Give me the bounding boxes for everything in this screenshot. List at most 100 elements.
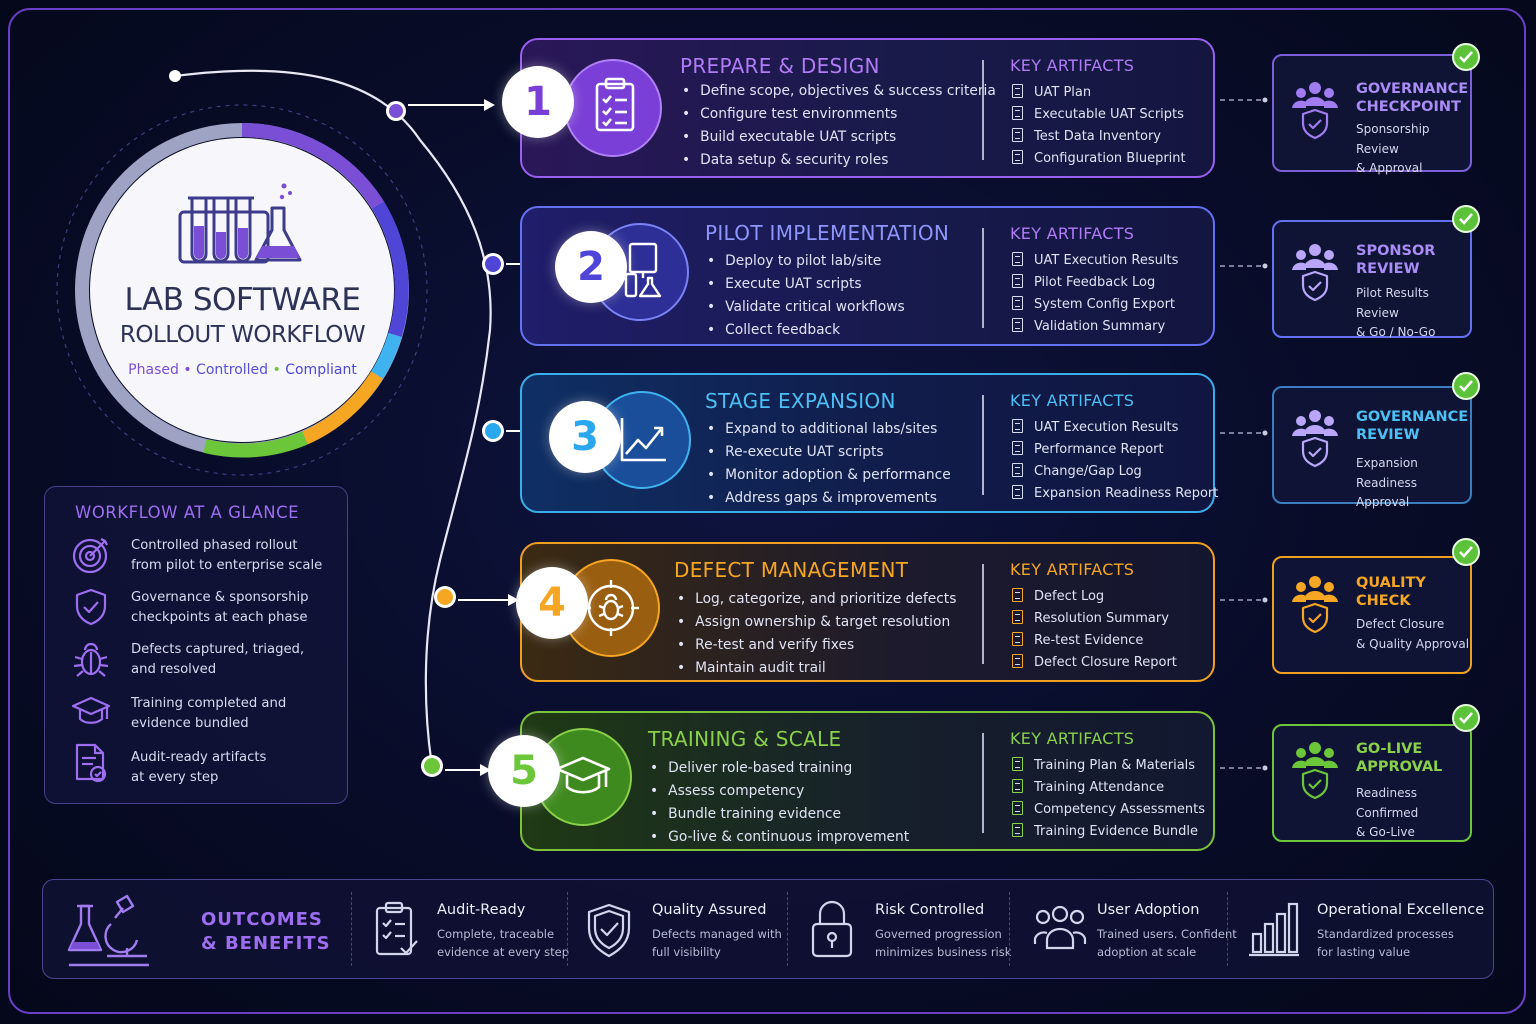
artifact-item: Defect Log — [1012, 586, 1177, 608]
shield-check-icon — [75, 588, 107, 626]
timeline-node-1 — [386, 101, 406, 121]
key-artifacts-title: KEY ARTIFACTS — [1010, 560, 1135, 579]
phase-title: TRAINING & SCALE — [648, 727, 842, 751]
outcomes-title: OUTCOMES& BENEFITS — [201, 909, 331, 954]
key-artifacts-list: UAT Plan Executable UAT Scripts Test Dat… — [1012, 82, 1186, 170]
target-icon — [72, 538, 108, 574]
document-icon — [1012, 757, 1023, 771]
hero-dashed-ring — [56, 104, 428, 476]
phase-bullets: Deploy to pilot lab/siteExecute UAT scri… — [707, 250, 905, 342]
artifact-item: Competency Assessments — [1012, 799, 1205, 821]
gate-description: Defect Closure& Quality Approval — [1356, 617, 1470, 651]
key-artifacts-title: KEY ARTIFACTS — [1010, 56, 1135, 75]
phase-card-prepare-design: PREPARE & DESIGN Define scope, objective… — [520, 38, 1215, 178]
phase-number-4: 4 — [516, 567, 588, 639]
artifact-item: Resolution Summary — [1012, 608, 1177, 630]
team-shield-icon — [1292, 244, 1338, 302]
team-shield-icon — [1292, 576, 1338, 634]
glance-title: WORKFLOW AT A GLANCE — [75, 503, 300, 522]
artifact-item: Configuration Blueprint — [1012, 148, 1186, 170]
bug-target-icon — [562, 559, 660, 657]
document-icon — [1012, 419, 1023, 433]
outcome-title: Operational Excellence — [1317, 902, 1485, 918]
team-shield-icon — [1292, 82, 1338, 140]
document-icon — [1012, 252, 1023, 266]
hero-title: LAB SOFTWARE — [124, 282, 361, 318]
gate-check-icon — [1452, 43, 1480, 71]
gate-check-icon — [1452, 205, 1480, 233]
outcomes-panel: OUTCOMES& BENEFITS Audit-Ready Complete,… — [42, 879, 1494, 979]
clipboard-check-icon — [375, 901, 418, 956]
document-icon — [1012, 485, 1023, 499]
key-artifacts-list: Training Plan & Materials Training Atten… — [1012, 755, 1205, 843]
users-icon — [1033, 905, 1087, 950]
timeline-node-2 — [482, 253, 504, 275]
hero-tagline: Phased • Controlled • Compliant — [128, 362, 357, 378]
key-artifacts-list: Defect Log Resolution Summary Re-test Ev… — [1012, 586, 1177, 674]
lab-flask-icon — [178, 183, 302, 264]
gate-check-icon — [1452, 538, 1480, 566]
bug-icon — [73, 642, 109, 677]
outcome-title: Audit-Ready — [437, 902, 526, 918]
phase-bullets: Deliver role-based trainingAssess compet… — [650, 757, 909, 849]
artifact-item: Defect Closure Report — [1012, 652, 1177, 674]
document-icon — [1012, 150, 1023, 164]
gate-check-icon — [1452, 372, 1480, 400]
artifact-item: Performance Report — [1012, 439, 1218, 461]
outcome-title: Risk Controlled — [875, 902, 985, 918]
clipboard-checklist-icon — [564, 59, 662, 157]
artifact-item: Pilot Feedback Log — [1012, 272, 1178, 294]
artifact-item: Executable UAT Scripts — [1012, 104, 1186, 126]
artifact-item: Validation Summary — [1012, 316, 1178, 338]
phase-title: DEFECT MANAGEMENT — [674, 558, 909, 582]
document-icon — [1012, 441, 1023, 455]
artifact-item: UAT Execution Results — [1012, 417, 1218, 439]
gate-description: Sponsorship Review& Approval — [1356, 122, 1430, 175]
tag-phased: Phased — [128, 362, 179, 378]
artifact-item: Training Attendance — [1012, 777, 1205, 799]
timeline-node-4 — [434, 586, 456, 608]
artifact-item: Training Evidence Bundle — [1012, 821, 1205, 843]
artifact-item: Change/Gap Log — [1012, 461, 1218, 483]
artifact-item: UAT Plan — [1012, 82, 1186, 104]
key-artifacts-title: KEY ARTIFACTS — [1010, 391, 1135, 410]
document-icon — [1012, 318, 1023, 332]
gate-description: Readiness Confirmed& Go-Live — [1356, 786, 1419, 839]
document-icon — [1012, 463, 1023, 477]
document-icon — [1012, 779, 1023, 793]
phase-bullets: Define scope, objectives & success crite… — [682, 80, 996, 172]
outcome-title: User Adoption — [1097, 902, 1200, 918]
lock-icon — [811, 900, 853, 958]
key-artifacts-list: UAT Execution Results Pilot Feedback Log… — [1012, 250, 1178, 338]
document-icon — [1012, 128, 1023, 142]
gate-description: Pilot Results Review& Go / No-Go — [1356, 286, 1436, 339]
document-icon — [1012, 801, 1023, 815]
timeline-node-3 — [482, 420, 504, 442]
artifact-item: UAT Execution Results — [1012, 250, 1178, 272]
team-shield-icon — [1292, 410, 1338, 468]
artifact-item: Test Data Inventory — [1012, 126, 1186, 148]
document-icon — [1012, 823, 1023, 837]
phase-number-5: 5 — [488, 735, 560, 807]
timeline-start-dot — [169, 70, 181, 82]
artifact-item: System Config Export — [1012, 294, 1178, 316]
glance-item-3: Defects captured, triaged,and resolved — [131, 642, 305, 677]
hero-subtitle: ROLLOUT WORKFLOW — [119, 322, 366, 348]
